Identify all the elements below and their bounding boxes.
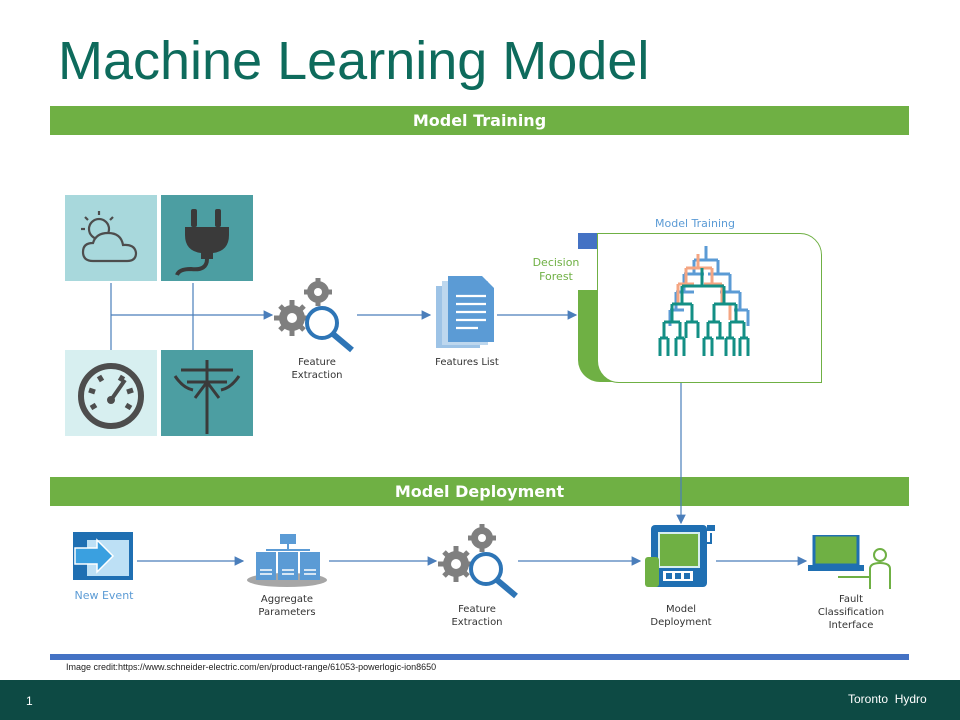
model-training-blue-tab <box>578 233 598 249</box>
model-deployment-label: Model Deployment <box>650 604 712 628</box>
gauge-icon <box>78 363 144 429</box>
model-training-box-label: Model Training <box>655 217 735 230</box>
documents-icon <box>436 276 494 348</box>
new-event-node <box>73 532 135 587</box>
power-pole-tile <box>161 350 253 436</box>
decision-forest-label: Decision Forest <box>532 256 580 283</box>
gears-search-icon <box>274 278 354 353</box>
model-deployment-node <box>645 523 719 598</box>
aggregate-parameters-node <box>244 532 330 593</box>
company-name: Toronto Hydro <box>848 692 927 706</box>
image-credit: Image credit:https://www.schneider-elect… <box>66 662 437 672</box>
gears-search-icon <box>438 524 518 599</box>
power-meter-icon <box>645 525 715 587</box>
decision-tree-icon <box>658 246 750 356</box>
plug-tile <box>161 195 253 281</box>
slide-title: Machine Learning Model <box>58 31 650 91</box>
model-training-band: Model Training <box>50 106 909 135</box>
weather-tile <box>65 195 157 281</box>
fault-interface-node <box>808 533 898 596</box>
model-deployment-band: Model Deployment <box>50 477 909 506</box>
feature-extraction-training <box>272 278 362 361</box>
weather-icon <box>81 211 138 263</box>
new-event-icon <box>73 532 133 580</box>
plug-icon <box>175 209 229 276</box>
features-list-label: Features List <box>435 357 499 368</box>
page-number: 1 <box>26 694 33 708</box>
gauge-tile <box>65 350 157 436</box>
model-training-box <box>597 233 822 383</box>
laptop-user-icon <box>808 533 891 589</box>
fault-interface-label: Fault Classification Interface <box>817 594 885 631</box>
servers-icon <box>247 534 327 587</box>
aggregate-parameters-label: Aggregate Parameters <box>258 594 316 618</box>
power-pole-icon <box>173 360 241 434</box>
new-event-label: New Event <box>74 589 134 602</box>
slide-footer: 1 Toronto Hydro <box>0 680 960 720</box>
features-list-node <box>434 276 498 357</box>
feature-extraction-deployment <box>436 524 526 607</box>
feature-extraction-deployment-label: Feature Extraction <box>451 604 503 628</box>
feature-extraction-label: Feature Extraction <box>291 357 343 381</box>
bottom-rule <box>50 654 909 660</box>
